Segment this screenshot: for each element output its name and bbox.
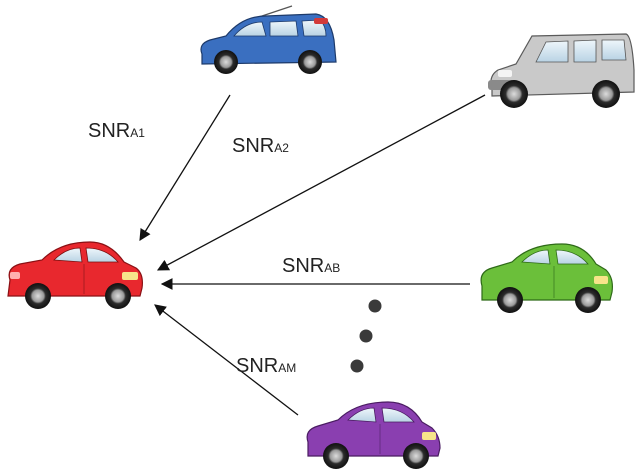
label-snr-a2: SNRA2 <box>232 135 289 157</box>
arrow-a2 <box>156 94 486 271</box>
ellipsis-dot <box>350 359 364 373</box>
label-snr-am: SNRAM <box>236 355 296 377</box>
ellipsis-dots <box>350 299 382 373</box>
purple-car-icon <box>306 401 441 469</box>
ellipsis-dot <box>359 329 373 343</box>
blue-hatchback-icon <box>200 5 337 74</box>
ellipsis-dot <box>368 299 382 313</box>
label-snr-ab: SNRAB <box>282 255 340 277</box>
red-car-icon <box>7 241 143 309</box>
label-snr-a1: SNRA1 <box>88 120 145 142</box>
link-arrows <box>139 94 486 416</box>
silver-suv-icon <box>488 33 635 108</box>
arrow-am <box>154 304 299 416</box>
arrow-a1 <box>139 94 231 241</box>
green-car-icon <box>480 243 613 313</box>
